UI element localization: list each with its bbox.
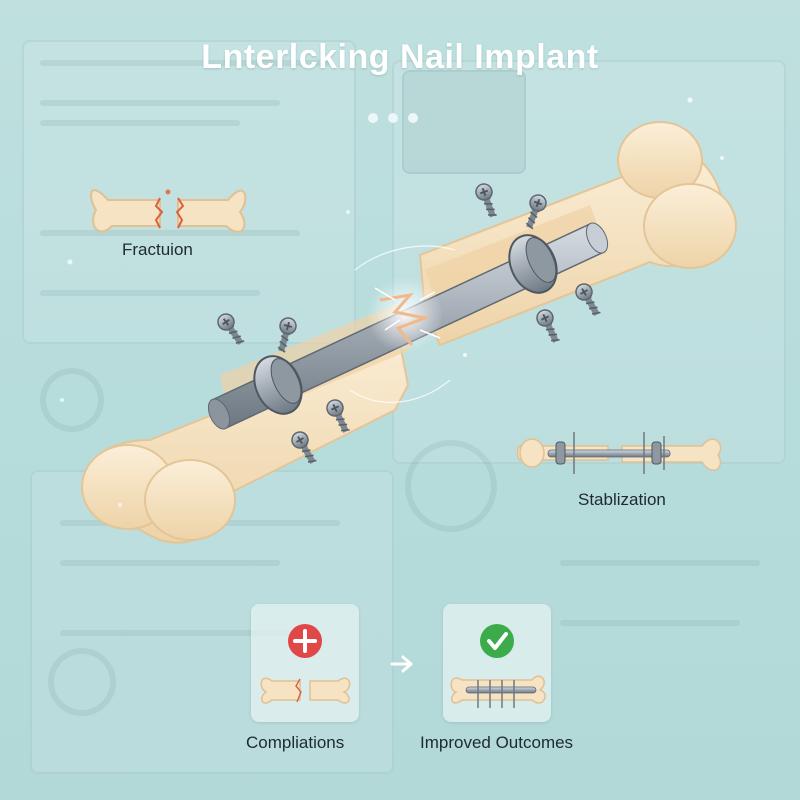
stabilized-bone-icon: [516, 432, 722, 474]
sparkles: [60, 97, 724, 507]
locking-screw: [472, 180, 502, 221]
background-document-left: [22, 40, 356, 344]
fixed-bone-icon: [450, 675, 546, 708]
background-line: [560, 620, 740, 626]
background-line: [40, 120, 240, 126]
complications-label: Compliations: [246, 733, 345, 752]
background-circle: [48, 648, 116, 716]
dot: [388, 113, 398, 123]
improved-outcomes-label: Improved Outcomes: [420, 733, 574, 752]
background-line: [560, 560, 760, 566]
fracture-spark: [349, 245, 456, 403]
dot: [368, 113, 378, 123]
background-line: [60, 630, 310, 636]
background-line: [40, 230, 300, 236]
background-panel: [402, 70, 526, 174]
check-icon: [480, 624, 514, 658]
fracture-label: Fractuion: [122, 240, 193, 259]
improved-outcomes-card: [443, 604, 551, 722]
background-line: [40, 290, 260, 296]
background-line: [40, 100, 280, 106]
background-circle: [40, 368, 104, 432]
plus-icon: [288, 624, 322, 658]
locking-screw: [572, 280, 605, 320]
locking-screw: [213, 309, 249, 349]
arrow-right-icon: [390, 655, 413, 673]
locking-collar: [253, 355, 303, 415]
locking-screw: [533, 306, 565, 346]
page-title: Lnterlcking Nail Implant: [201, 38, 599, 76]
background-circle: [405, 440, 497, 532]
background-line: [60, 560, 280, 566]
fractured-bone-icon: [90, 189, 247, 233]
dot: [408, 113, 418, 123]
broken-bone-icon: [260, 677, 351, 704]
pagination-dots: [368, 113, 418, 123]
background-line: [40, 60, 330, 66]
stabilization-label: Stablization: [578, 490, 666, 509]
locking-collar: [508, 234, 558, 294]
